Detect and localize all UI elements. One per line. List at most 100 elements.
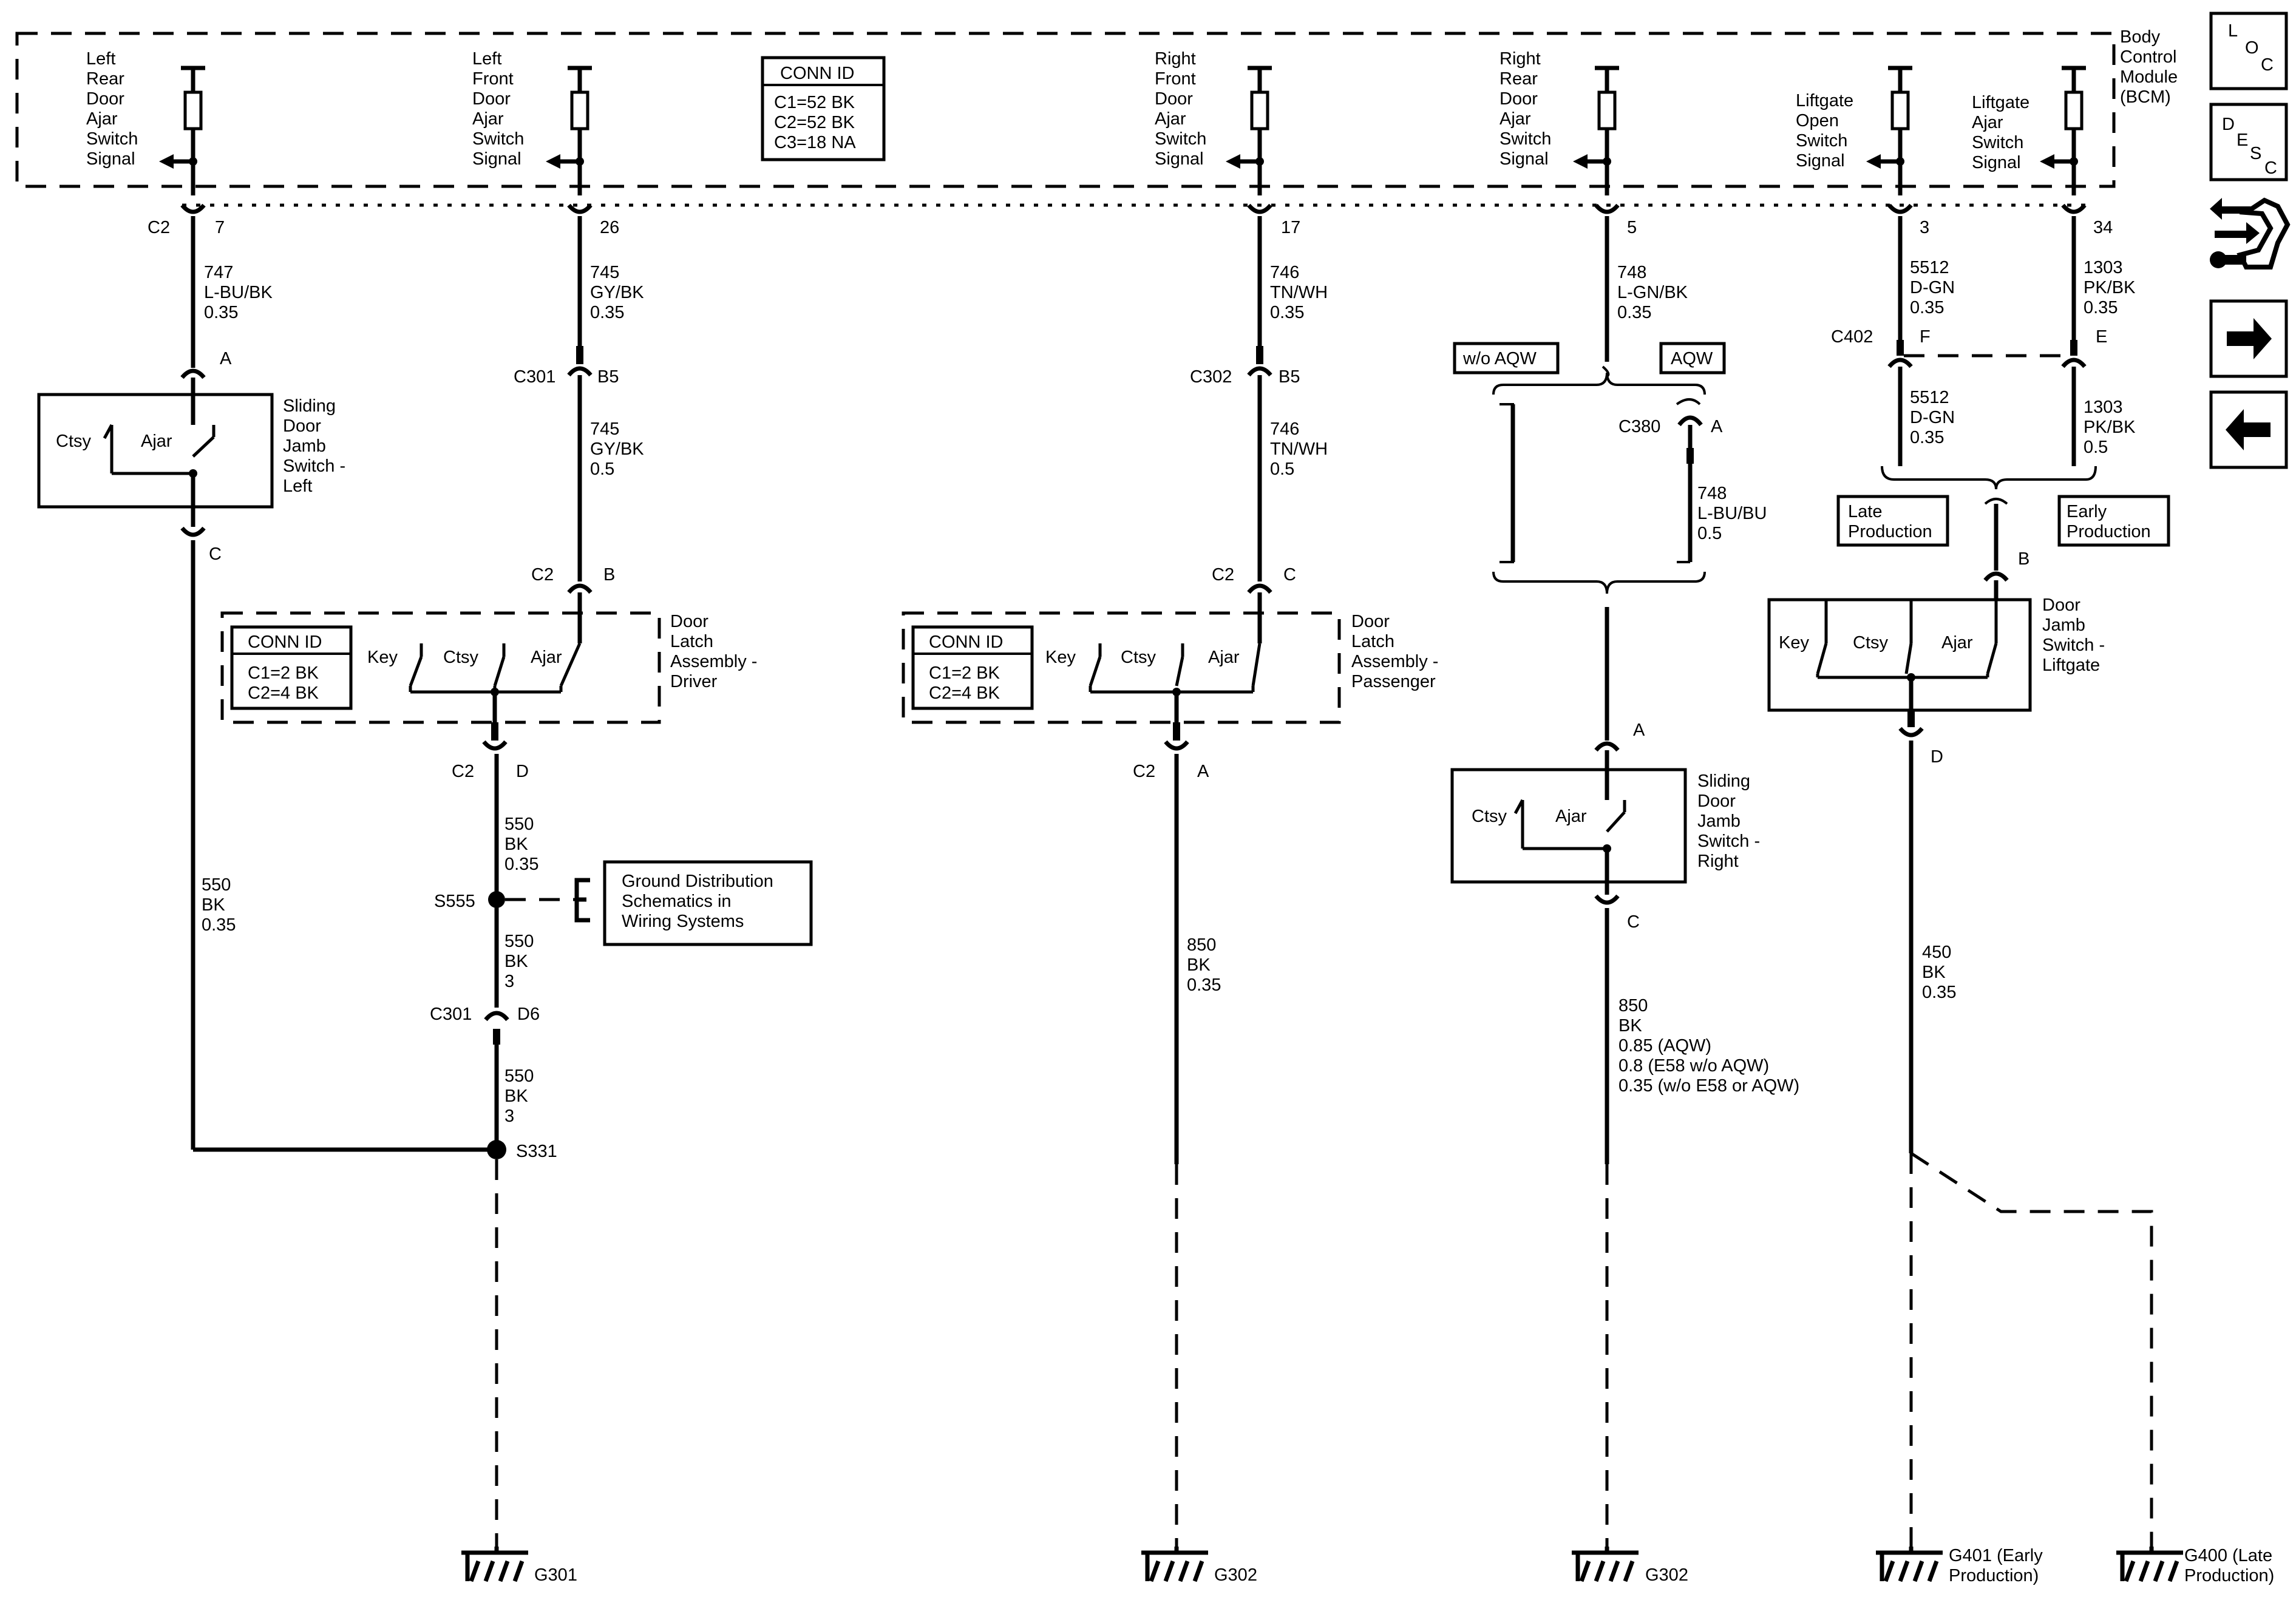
svg-text:Wiring Systems: Wiring Systems [622,912,744,931]
svg-text:748: 748 [1617,263,1646,282]
wire-5512-lower: 5512 D-GN 0.35 [1898,367,1955,466]
svg-text:D-GN: D-GN [1910,278,1955,297]
svg-text:0.35 (w/o E58 or AQW): 0.35 (w/o E58 or AQW) [1618,1076,1799,1096]
wire-850-right: 850 BK 0.85 (AQW) 0.8 (E58 w/o AQW) 0.35… [1605,908,1799,1547]
wire-747: 747 L-BU/BK 0.35 [191,216,273,368]
svg-text:Jamb: Jamb [1697,812,1741,831]
bcm-conn-id-box: CONN ID C1=52 BK C2=52 BK C3=18 NA [761,56,886,161]
svg-text:L-BU/BU: L-BU/BU [1697,504,1767,523]
prev-button[interactable] [2209,390,2288,469]
svg-text:C2=4 BK: C2=4 BK [929,683,1000,703]
svg-text:A: A [1711,417,1723,436]
svg-text:Assembly -: Assembly - [1351,652,1438,671]
svg-text:1303: 1303 [2084,398,2123,417]
svg-text:E: E [2096,327,2107,347]
svg-text:C2: C2 [1212,565,1234,585]
svg-text:3: 3 [1920,218,1929,237]
next-button[interactable] [2209,299,2288,378]
svg-text:0.35: 0.35 [1910,298,1944,317]
svg-text:Jamb: Jamb [2042,615,2085,635]
wire-748-aqw: 748 L-BU/BU 0.5 [1677,425,1767,563]
connector-c302-b5: C302 B5 [1190,346,1300,387]
svg-text:D: D [1931,747,1943,767]
svg-text:Production: Production [1848,522,1932,541]
svg-text:PK/BK: PK/BK [2084,278,2136,297]
svg-text:7: 7 [215,218,225,237]
svg-text:Ajar: Ajar [1555,807,1587,826]
svg-text:A: A [1197,762,1209,781]
svg-text:G302: G302 [1645,1565,1688,1585]
svg-text:BK: BK [504,835,528,854]
svg-text:Key: Key [1779,633,1809,653]
svg-text:C302: C302 [1190,367,1232,387]
svg-text:Ajar: Ajar [1941,633,1973,653]
wire-550-mid: 550 BK 3 [504,932,534,991]
bcm-circuit-right-rear [1573,66,1619,195]
svg-text:0.5: 0.5 [2084,438,2108,457]
option-late-production: Late Production [1836,495,1949,547]
svg-text:Sliding: Sliding [283,396,336,416]
svg-text:0.5: 0.5 [590,459,614,479]
svg-text:Late: Late [1848,502,1882,521]
svg-text:Signal: Signal [1796,151,1845,171]
svg-text:Ground Distribution: Ground Distribution [622,872,773,891]
svg-text:Front: Front [1155,69,1196,89]
svg-text:BK: BK [1922,963,1946,982]
svg-text:Passenger: Passenger [1351,672,1436,691]
svg-text:L: L [2228,21,2238,41]
svg-text:Ajar: Ajar [472,109,504,129]
svg-text:Door: Door [670,612,708,631]
desc-button[interactable]: D E S C [2209,103,2288,181]
svg-text:Switch: Switch [1155,129,1206,149]
svg-text:Signal: Signal [1972,153,2021,172]
wire-450: 450 BK 0.35 [1909,741,1956,1153]
svg-text:C: C [2264,158,2277,178]
wire-5512-upper: 5512 D-GN 0.35 [1898,216,1955,340]
svg-text:Production: Production [2067,522,2151,541]
svg-text:D-GN: D-GN [1910,408,1955,427]
svg-text:C2: C2 [148,218,170,237]
bcm-boundary [15,32,2116,188]
svg-text:D: D [2222,115,2235,134]
bcm-circuit-liftgate-ajar [2040,66,2086,195]
svg-text:Signal: Signal [1155,149,1204,169]
svg-text:Right: Right [1500,49,1541,69]
svg-text:L-GN/BK: L-GN/BK [1617,283,1688,302]
splice-s331: S331 [487,1140,557,1161]
svg-text:Door: Door [1155,89,1193,109]
loc-button[interactable]: L O C [2209,12,2288,90]
ground-g400: G400 (Late Production) [2116,1546,2274,1585]
svg-text:G400 (Late: G400 (Late [2184,1546,2272,1565]
wire-746-upper: 746 TN/WH 0.35 [1257,216,1328,346]
svg-text:Signal: Signal [86,149,135,169]
svg-text:0.35: 0.35 [202,915,236,935]
svg-text:BK: BK [504,952,528,971]
svg-text:Ajar: Ajar [1972,113,2003,132]
svg-text:C: C [1627,912,1640,932]
svg-text:Production): Production) [2184,1566,2274,1585]
svg-text:B: B [603,565,615,585]
svg-text:C2=4 BK: C2=4 BK [248,683,319,703]
wire-550-left: 550 BK 0.35 [191,540,497,1152]
wire-748-upper: 748 L-GN/BK 0.35 [1605,216,1688,362]
connector-button[interactable] [2210,197,2291,270]
svg-text:0.35: 0.35 [1187,975,1221,995]
svg-text:17: 17 [1281,218,1300,237]
svg-text:CONN ID: CONN ID [248,632,322,652]
svg-text:C2: C2 [1133,762,1155,781]
wire-746-lower: 746 TN/WH 0.5 [1257,375,1328,581]
svg-text:C2=52 BK: C2=52 BK [774,113,855,132]
svg-text:C2: C2 [452,762,474,781]
svg-text:5: 5 [1627,218,1637,237]
wire-745-upper: 745 GY/BK 0.35 [577,216,644,346]
bcm-pins: C2 7 26 17 5 3 34 [148,203,2113,237]
connector-icon [2210,197,2291,270]
svg-text:Liftgate: Liftgate [1972,93,2029,112]
svg-text:Door: Door [2042,595,2080,615]
svg-text:AQW: AQW [1671,349,1713,368]
option-early-production: Early Production [2057,495,2170,547]
svg-text:TN/WH: TN/WH [1270,283,1328,302]
svg-text:Ajar: Ajar [86,109,118,129]
svg-text:0.35: 0.35 [1922,983,1956,1002]
svg-text:Key: Key [1045,648,1076,667]
